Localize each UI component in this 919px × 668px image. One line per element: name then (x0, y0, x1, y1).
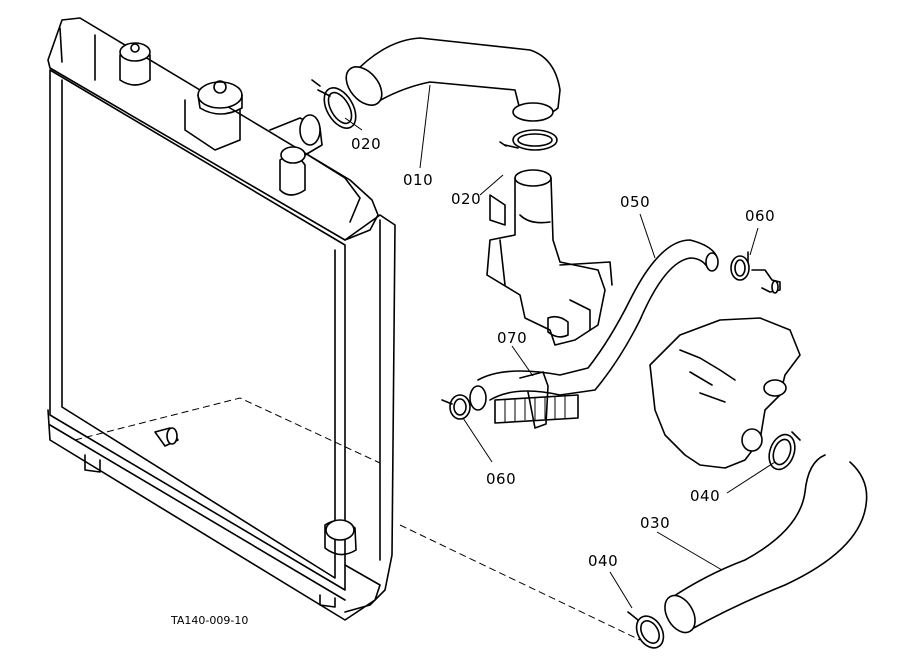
callout-060-upper: 060 (745, 207, 776, 225)
radiator (47, 17, 396, 621)
upper-hose (345, 37, 561, 122)
water-pump (649, 317, 801, 469)
clamp-040-lower (627, 611, 665, 649)
callout-060-lower: 060 (486, 470, 517, 488)
callout-020-lower: 020 (451, 190, 482, 208)
clamp-020-upper (311, 79, 357, 129)
callout-040-upper: 040 (690, 487, 721, 505)
callout-020-upper: 020 (351, 135, 382, 153)
thermostat-housing (486, 169, 613, 346)
callout-010: 010 (403, 171, 434, 189)
clamp-060-upper (730, 251, 750, 281)
assembly-lines (74, 397, 641, 641)
clamp-060-lower (441, 394, 471, 420)
hose-fitting (751, 269, 781, 294)
bypass-hose (469, 239, 719, 411)
hose-sheath (494, 371, 579, 429)
clamp-040-upper (768, 431, 801, 471)
lower-hose (664, 454, 868, 634)
clamp-020-lower (499, 129, 558, 151)
drawing-reference: TA140-009-10 (171, 614, 249, 627)
callout-070: 070 (497, 329, 528, 347)
callout-050: 050 (620, 193, 651, 211)
leader-lines (344, 84, 776, 609)
callout-030: 030 (640, 514, 671, 532)
callout-040-lower: 040 (588, 552, 619, 570)
